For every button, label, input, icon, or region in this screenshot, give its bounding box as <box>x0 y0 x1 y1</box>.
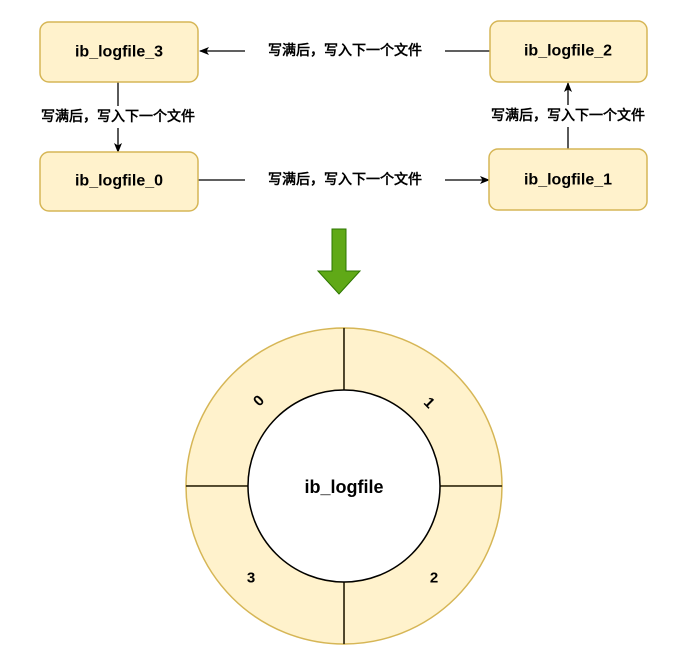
node-box <box>488 148 648 211</box>
segment-label-2: 2 <box>430 570 438 587</box>
edge-label-bg-2-3 <box>245 40 445 62</box>
node-ib-logfile-3[interactable]: ib_logfile_3 <box>39 21 199 83</box>
node-label: ib_logfile_1 <box>524 172 612 189</box>
ring-center-label: ib_logfile <box>304 477 383 497</box>
node-box <box>39 21 199 83</box>
node-label: ib_logfile_3 <box>75 44 163 61</box>
segment-label-3: 3 <box>247 570 255 587</box>
node-label: ib_logfile_0 <box>75 173 163 190</box>
node-box <box>489 20 648 83</box>
down-arrow-icon <box>316 228 362 295</box>
node-ib-logfile-2[interactable]: ib_logfile_2 <box>489 20 648 83</box>
node-ib-logfile-0[interactable]: ib_logfile_0 <box>39 151 199 212</box>
node-box <box>39 151 199 212</box>
ring-center <box>247 389 441 583</box>
edge-label-1-to-2: 写满后，写入下一个文件 <box>491 107 645 124</box>
edge-label-bg-0-1 <box>245 169 445 191</box>
edge-label-3-to-0: 写满后，写入下一个文件 <box>41 108 195 125</box>
edge-label-bg-1-2 <box>468 105 668 127</box>
node-ib-logfile-1[interactable]: ib_logfile_1 <box>488 148 648 211</box>
node-label: ib_logfile_2 <box>524 43 612 60</box>
edge-label-0-to-1: 写满后，写入下一个文件 <box>268 171 422 188</box>
edge-label-bg-3-0 <box>18 106 218 128</box>
logfile-ring: ib_logfile 0 1 2 3 <box>185 327 503 645</box>
edge-label-2-to-3: 写满后，写入下一个文件 <box>268 42 422 59</box>
